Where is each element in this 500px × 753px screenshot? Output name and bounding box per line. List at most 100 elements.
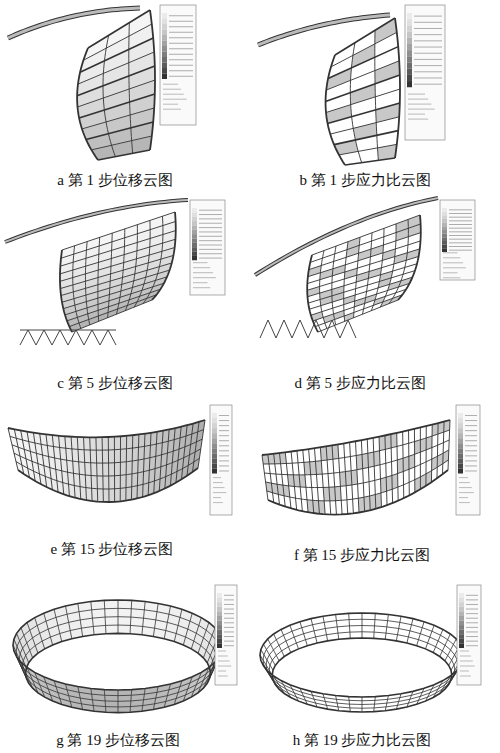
ring-rib bbox=[118, 690, 119, 713]
mesh-rib bbox=[65, 436, 70, 496]
legend-tick-text bbox=[465, 470, 477, 471]
mesh-rib bbox=[63, 277, 167, 309]
mesh-rib bbox=[159, 431, 163, 491]
contour-cell bbox=[397, 458, 403, 473]
legend-tick-text bbox=[219, 450, 229, 451]
roof-beam-fill bbox=[255, 198, 438, 275]
mesh-rib bbox=[71, 437, 75, 498]
panel-g bbox=[13, 600, 223, 713]
ring-rib bbox=[203, 628, 215, 658]
mesh-chord bbox=[267, 460, 449, 501]
legend-band bbox=[212, 418, 217, 423]
mesh-rib bbox=[59, 436, 64, 495]
ring-rib bbox=[374, 697, 376, 712]
legend-band bbox=[217, 602, 222, 607]
contour-cell bbox=[120, 436, 126, 450]
mesh-rib bbox=[297, 451, 302, 511]
mesh-rib bbox=[262, 455, 268, 500]
legend-info-text bbox=[218, 666, 231, 667]
contour-cell bbox=[109, 489, 115, 502]
ring-rib bbox=[174, 609, 182, 641]
legend-tick-text bbox=[449, 224, 472, 225]
ring-rib bbox=[396, 694, 401, 709]
contour-cell bbox=[132, 460, 138, 474]
mesh-rib bbox=[367, 439, 370, 510]
ring-rib bbox=[44, 613, 53, 645]
legend-band bbox=[192, 238, 197, 242]
legend-tick-text bbox=[224, 641, 234, 642]
mesh-chord bbox=[18, 468, 198, 502]
mesh-rib bbox=[165, 429, 169, 488]
legend-tick-text bbox=[169, 59, 193, 60]
mesh-rib bbox=[137, 434, 139, 498]
legend-tick-text bbox=[466, 622, 478, 623]
mesh-rib bbox=[318, 300, 398, 332]
legend-tick-text bbox=[224, 595, 234, 596]
contour-cell bbox=[96, 450, 102, 463]
legend-band bbox=[162, 46, 167, 52]
legend-band bbox=[212, 448, 217, 453]
legend-tick-text bbox=[449, 220, 472, 221]
legend-band bbox=[442, 215, 447, 219]
contour-legend bbox=[457, 585, 481, 685]
contour-cell bbox=[103, 489, 109, 502]
mesh-chord bbox=[380, 224, 396, 307]
legend-band bbox=[442, 219, 447, 223]
legend-band bbox=[212, 428, 217, 433]
legend-frame bbox=[190, 200, 225, 295]
legend-tick-text bbox=[199, 223, 222, 224]
mesh-rib bbox=[72, 300, 152, 332]
mesh-rib bbox=[60, 231, 175, 267]
ring-rib bbox=[91, 602, 94, 635]
legend-info-text bbox=[460, 676, 471, 677]
panel-a bbox=[8, 8, 155, 160]
mesh-rib bbox=[181, 425, 187, 479]
mesh-rib bbox=[315, 295, 402, 327]
legend-band bbox=[458, 448, 463, 453]
legend-band bbox=[217, 639, 222, 644]
mesh-rib bbox=[69, 295, 156, 327]
legend-band bbox=[217, 634, 222, 639]
contour-cell bbox=[96, 437, 102, 450]
legend-band bbox=[442, 245, 447, 249]
mesh-rib bbox=[313, 289, 406, 321]
mesh-rib bbox=[320, 447, 325, 514]
legend-frame bbox=[456, 405, 480, 515]
panel-f bbox=[262, 420, 450, 515]
mesh-chord bbox=[371, 228, 384, 310]
legend-info-text bbox=[459, 492, 474, 493]
mesh-rib bbox=[285, 452, 291, 508]
ring-rib bbox=[174, 681, 182, 705]
ring-rib bbox=[91, 688, 94, 711]
legend-band bbox=[442, 230, 447, 234]
contour-cell bbox=[132, 473, 138, 487]
legend-band bbox=[217, 625, 222, 630]
mesh-rib bbox=[90, 437, 92, 501]
legend-band bbox=[217, 598, 222, 603]
mesh-rib bbox=[330, 117, 399, 134]
legend-band bbox=[407, 56, 412, 62]
mesh-rib bbox=[33, 433, 41, 485]
mesh-rib bbox=[60, 255, 173, 288]
ring-rib bbox=[274, 634, 285, 657]
ring-rib bbox=[385, 696, 388, 711]
contour-cell bbox=[115, 475, 121, 488]
contour-cell bbox=[380, 477, 386, 493]
figure-caption: d 第 5 步应力比云图 bbox=[294, 374, 425, 392]
legend-info-text bbox=[193, 267, 210, 268]
mesh-rib bbox=[356, 441, 360, 512]
ring-rib bbox=[323, 694, 328, 709]
legend-frame bbox=[457, 585, 481, 685]
legend-tick-text bbox=[449, 213, 472, 214]
legend-info-text bbox=[459, 482, 470, 483]
legend-tick-text bbox=[219, 425, 229, 426]
ring-rib bbox=[27, 623, 38, 654]
legend-band bbox=[407, 25, 412, 31]
legend-band bbox=[217, 643, 222, 648]
legend-band bbox=[407, 44, 412, 50]
legend-info-text bbox=[213, 482, 223, 483]
legend-info-text bbox=[193, 262, 208, 263]
contour-cell bbox=[115, 488, 121, 501]
mesh-chord bbox=[77, 48, 98, 160]
